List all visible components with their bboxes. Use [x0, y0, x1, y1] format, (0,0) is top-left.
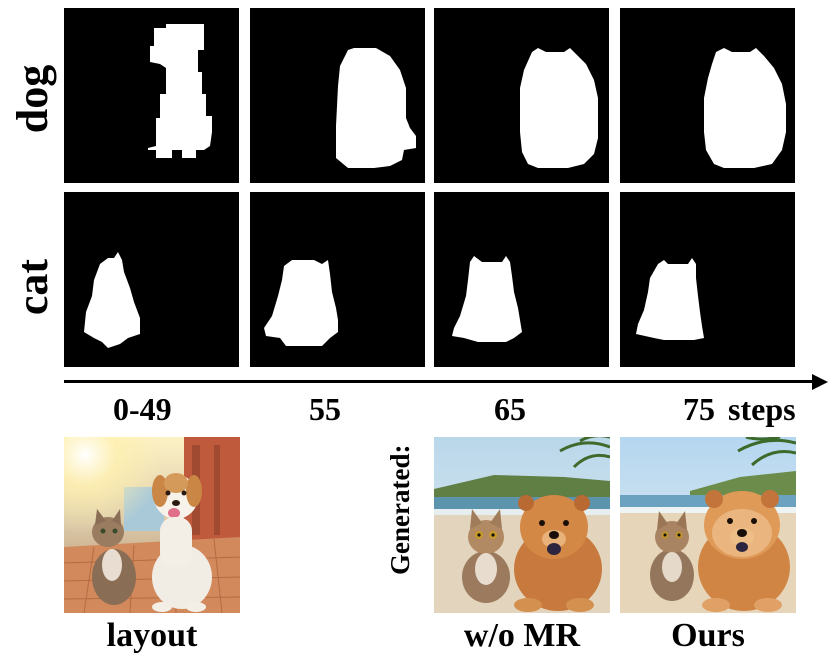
cat-mask-step-55 — [250, 192, 425, 367]
cat-mask-step-0-49 — [64, 192, 239, 367]
layout-image — [64, 437, 240, 613]
step-label-55: 55 — [309, 391, 341, 427]
dog-mask-step-75 — [620, 8, 795, 183]
cat-mask-step-75 — [620, 192, 795, 367]
step-label-0-49: 0-49 — [113, 391, 172, 427]
generated-image-without-mr — [434, 437, 610, 613]
row-label-cat: cat — [8, 258, 57, 316]
row-label-dog: dog — [8, 64, 57, 134]
dog-mask-step-0-49 — [64, 8, 239, 183]
generated-label: Generated: — [385, 444, 415, 575]
step-label-75: 75 — [683, 391, 715, 427]
generated-image-ours — [620, 437, 796, 613]
caption-layout: layout — [106, 617, 198, 654]
steps-axis-unit: steps — [728, 391, 796, 427]
steps-axis-line — [64, 380, 816, 383]
caption-ours: Ours — [671, 617, 745, 654]
cat-mask-step-65 — [434, 192, 609, 367]
dog-mask-step-55 — [250, 8, 425, 183]
caption-without-mr: w/o MR — [463, 617, 581, 654]
step-label-65: 65 — [494, 391, 526, 427]
dog-mask-step-65 — [434, 8, 609, 183]
steps-axis-arrowhead — [812, 374, 828, 390]
